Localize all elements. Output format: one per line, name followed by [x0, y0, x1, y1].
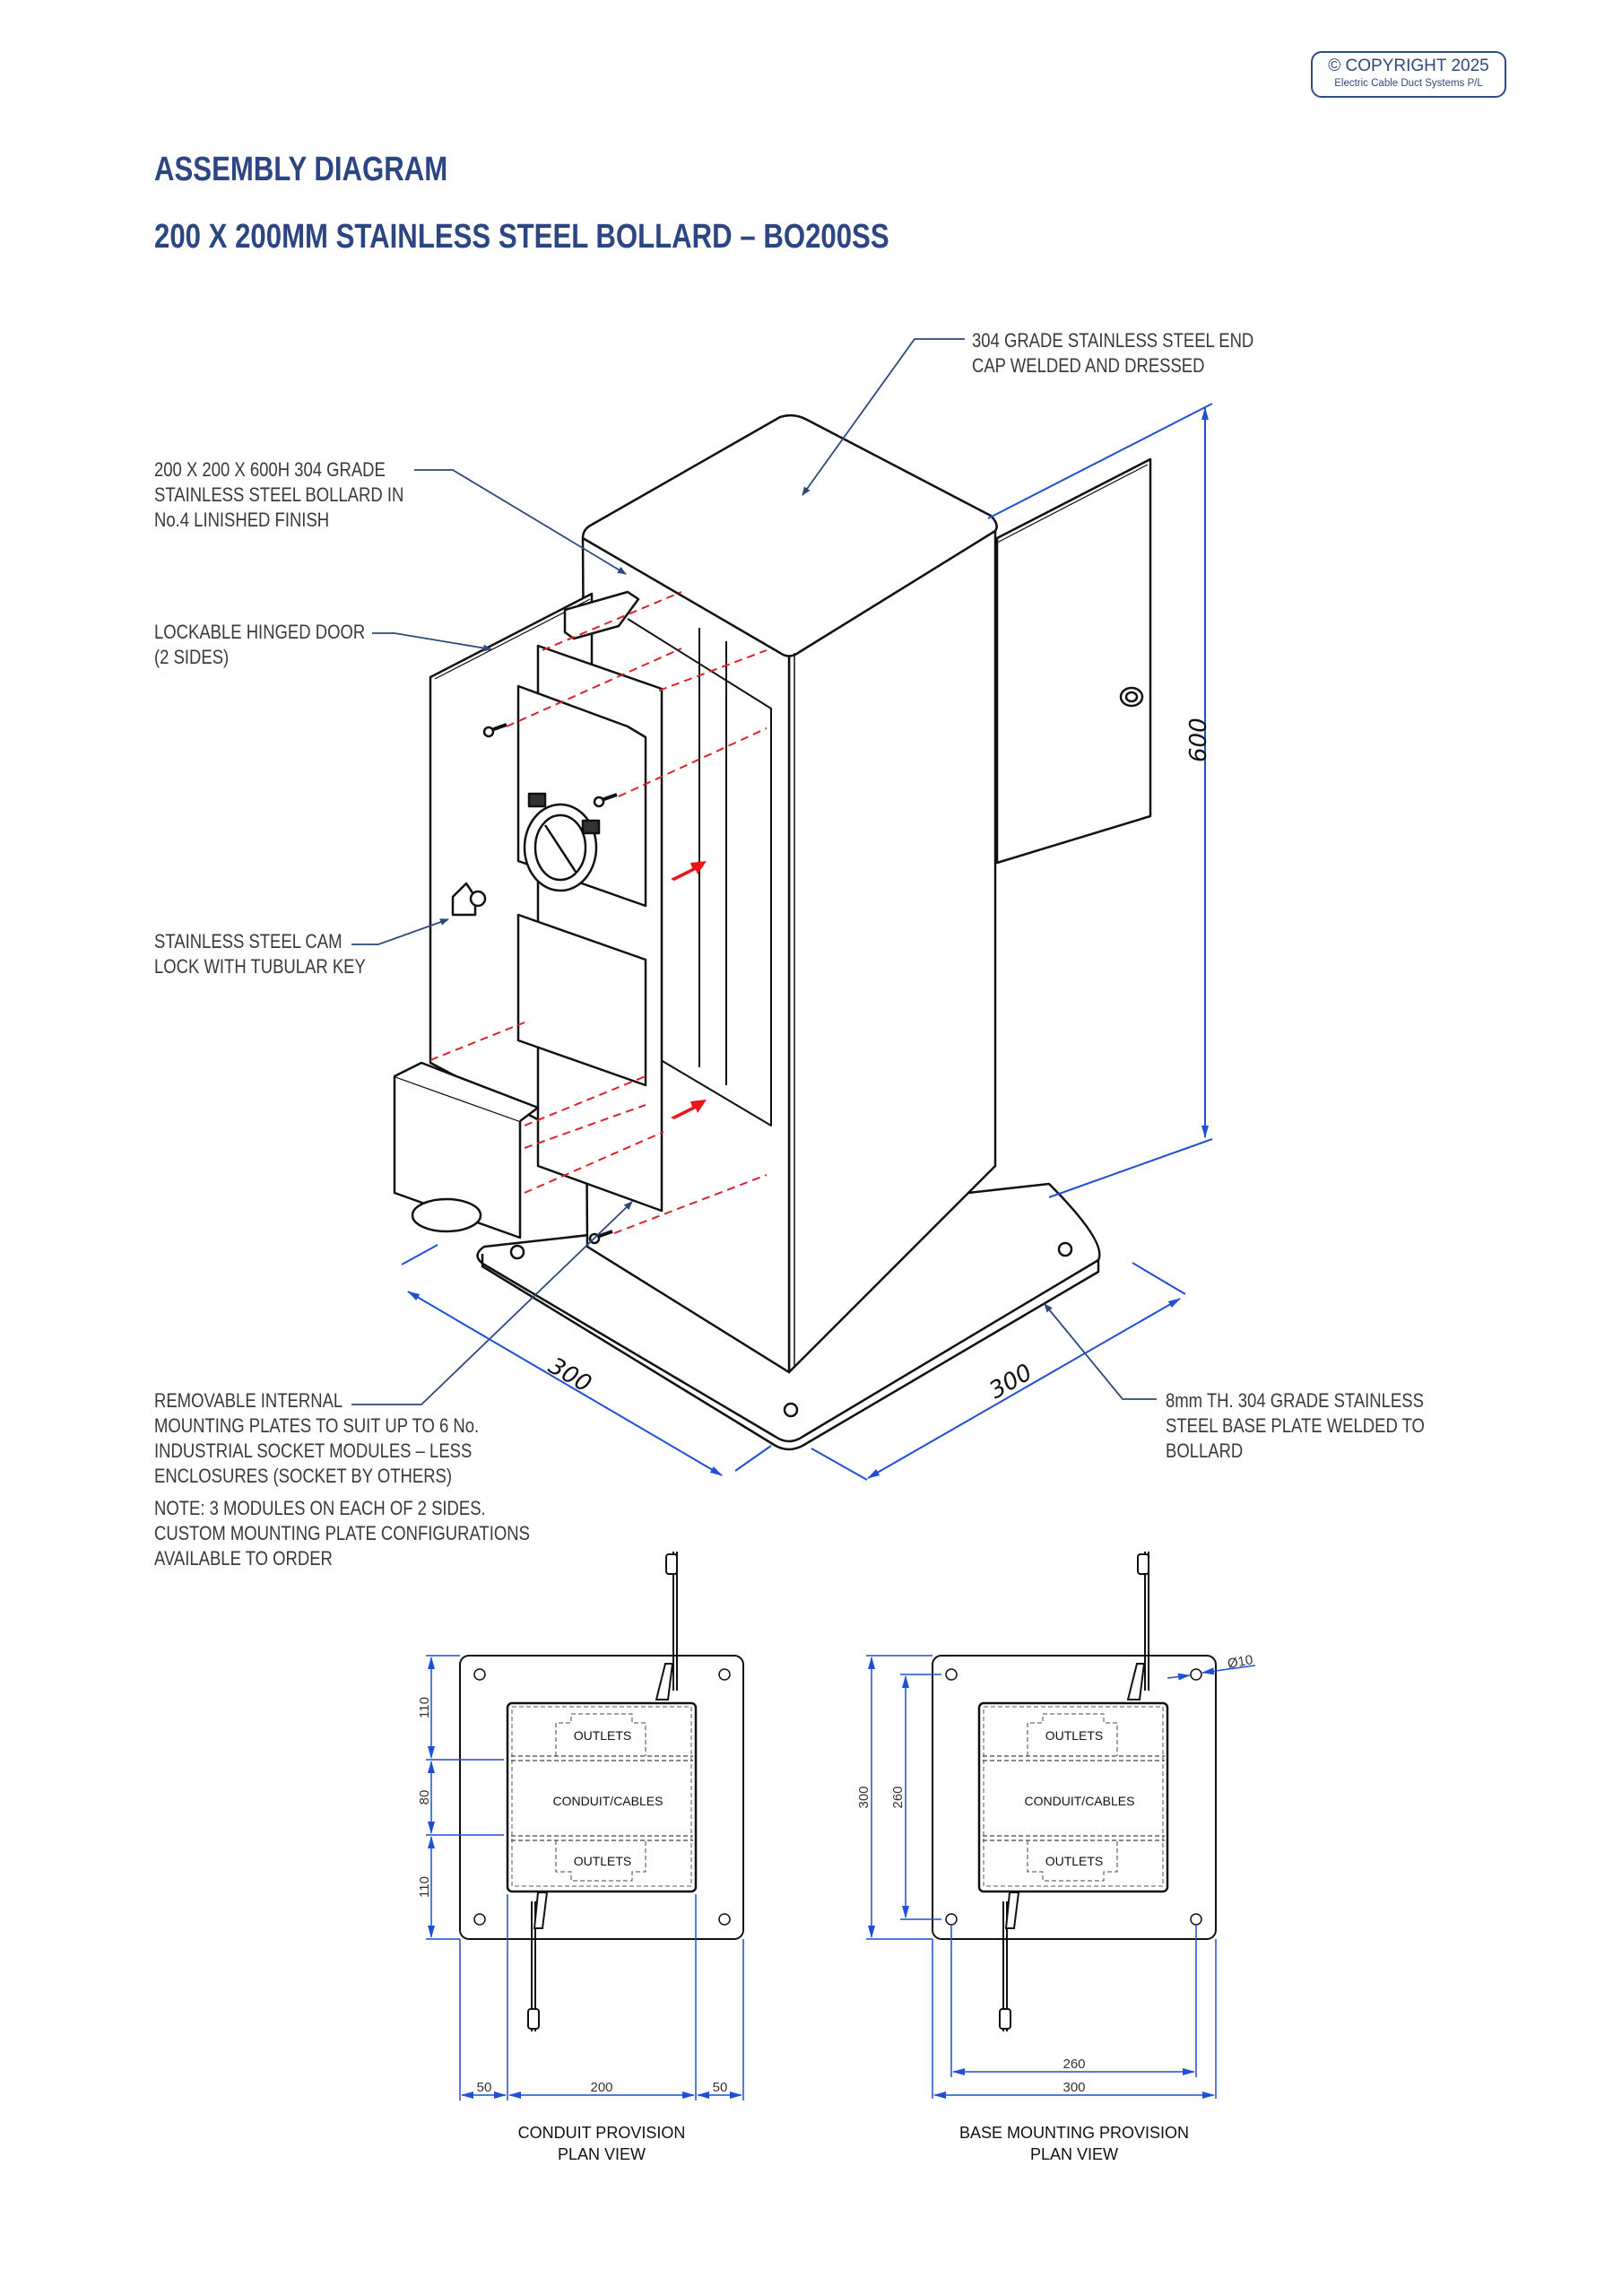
direction-arrow-icon: [671, 861, 707, 1119]
leader-bollard: [414, 469, 627, 575]
callout-line: (2 SIDES): [154, 646, 230, 668]
caption-line: PLAN VIEW: [557, 2145, 646, 2163]
callout-cam-lock: STAINLESS STEEL CAM LOCK WITH TUBULAR KE…: [154, 929, 366, 979]
dim-label: 200: [590, 2080, 612, 2095]
zone-label-outlets-bottom: OUTLETS: [1045, 1854, 1104, 1868]
caption-line: CONDUIT PROVISION: [517, 2124, 686, 2142]
hinge-icon: [563, 590, 640, 640]
dim-label-base-left: 300: [544, 1352, 596, 1398]
screw-icon: [593, 793, 618, 808]
bollard-section: [977, 1701, 1169, 1893]
dim-label: 50: [713, 2080, 728, 2095]
copyright-company: Electric Cable Duct Systems P/L: [1334, 78, 1483, 89]
dim-label-base-right: 300: [985, 1359, 1037, 1405]
iso-dimensions: [401, 403, 1213, 1481]
dim-label-height: 600: [1185, 718, 1212, 762]
callout-line: No.4 LINISHED FINISH: [154, 509, 330, 531]
callout-line: 200 X 200 X 600H 304 GRADE: [154, 458, 386, 481]
leader-base-plate: [1044, 1303, 1157, 1400]
callout-line: AVAILABLE TO ORDER: [154, 1547, 333, 1570]
leader-door: [372, 632, 492, 652]
callout-end-cap: 304 GRADE STAINLESS STEEL END CAP WELDED…: [972, 328, 1253, 378]
dim-label: 300: [856, 1786, 872, 1808]
copyright-text: © COPYRIGHT 2025: [1328, 57, 1489, 75]
dim-label: 300: [1063, 2080, 1085, 2095]
cam-lock-left-icon: [451, 882, 487, 917]
dimension-base-left: [407, 1291, 723, 1476]
callout-line: CAP WELDED AND DRESSED: [972, 354, 1205, 377]
callout-line: STAINLESS STEEL BOLLARD IN: [154, 483, 404, 506]
cam-lock-icon: [527, 2008, 540, 2030]
dim-label: 110: [417, 1697, 432, 1718]
callout-line: 8mm TH. 304 GRADE STAINLESS: [1166, 1389, 1424, 1412]
dim-label: 80: [417, 1790, 432, 1805]
base-hole: [783, 1402, 799, 1418]
dim-label: 110: [417, 1876, 432, 1898]
cam-lock-icon: [1137, 1553, 1149, 1575]
callout-line: REMOVABLE INTERNAL: [154, 1389, 343, 1412]
caption-line: BASE MOUNTING PROVISION: [958, 2124, 1190, 2142]
cam-lock-icon: [999, 2008, 1011, 2030]
callout-line: STAINLESS STEEL CAM: [154, 930, 343, 952]
base-hole: [1057, 1241, 1073, 1257]
leader-cam-lock: [351, 918, 449, 945]
copyright-badge: © COPYRIGHT 2025 Electric Cable Duct Sys…: [1311, 51, 1506, 98]
plan-view-base-mounting: OUTLETS CONDUIT/CABLES OUTLETS: [856, 1552, 1256, 2099]
callout-line: NOTE: 3 MODULES ON EACH OF 2 SIDES.: [154, 1497, 486, 1519]
caption-conduit-plan: CONDUIT PROVISION PLAN VIEW: [440, 2122, 763, 2165]
callout-line: STEEL BASE PLATE WELDED TO: [1166, 1414, 1425, 1437]
base-hole: [509, 1244, 525, 1260]
callout-line: CUSTOM MOUNTING PLATE CONFIGURATIONS: [154, 1522, 530, 1544]
mount-hole: [945, 1913, 958, 1926]
cam-lock-icon: [1119, 686, 1144, 708]
assembly-guide-lines: [429, 591, 768, 1234]
dim-label: 260: [1063, 2057, 1085, 2072]
dim-label-hole-diameter: Ø10: [1227, 1652, 1254, 1672]
callout-line: LOCK WITH TUBULAR KEY: [154, 955, 366, 978]
end-cap: [581, 413, 998, 657]
dim-label: 260: [890, 1786, 906, 1808]
mount-hole: [945, 1668, 958, 1681]
callout-bollard: 200 X 200 X 600H 304 GRADE STAINLESS STE…: [154, 457, 403, 533]
bollard-isometric: [393, 413, 1152, 1451]
callout-line: ENCLOSURES (SOCKET BY OTHERS): [154, 1465, 453, 1487]
leader-end-cap: [802, 338, 965, 496]
socket-module-upper: [516, 684, 647, 1087]
caption-line: PLAN VIEW: [1029, 2145, 1119, 2163]
door-right: [995, 457, 1152, 865]
callout-line: LOCKABLE HINGED DOOR: [154, 621, 366, 643]
callout-note: NOTE: 3 MODULES ON EACH OF 2 SIDES. CUST…: [154, 1496, 530, 1571]
callout-line: 304 GRADE STAINLESS STEEL END: [972, 329, 1254, 352]
mount-hole: [1190, 1668, 1202, 1681]
zone-label-conduit: CONDUIT/CABLES: [553, 1794, 664, 1808]
dimension-base-right: [867, 1298, 1181, 1479]
page-title: ASSEMBLY DIAGRAM: [154, 151, 448, 188]
zone-label-conduit: CONDUIT/CABLES: [1025, 1794, 1135, 1808]
zone-label-outlets-bottom: OUTLETS: [574, 1854, 632, 1868]
mount-hole: [1190, 1913, 1202, 1926]
socket-module-lower: [393, 1061, 540, 1239]
product-title: 200 X 200MM STAINLESS STEEL BOLLARD – BO…: [154, 218, 889, 256]
screw-icon: [482, 723, 507, 738]
caption-base-plan: BASE MOUNTING PROVISION PLAN VIEW: [913, 2122, 1236, 2165]
zone-label-outlets-top: OUTLETS: [574, 1728, 632, 1743]
callout-door: LOCKABLE HINGED DOOR (2 SIDES): [154, 620, 365, 670]
bollard-section: [506, 1701, 698, 1893]
plan-view-conduit: OUTLETS CONDUIT/CABLES OUTLETS: [417, 1552, 744, 2100]
cam-lock-icon: [665, 1553, 678, 1575]
dim-label: 50: [477, 2080, 492, 2095]
callout-base-plate: 8mm TH. 304 GRADE STAINLESS STEEL BASE P…: [1166, 1388, 1425, 1464]
zone-label-outlets-top: OUTLETS: [1045, 1728, 1104, 1743]
